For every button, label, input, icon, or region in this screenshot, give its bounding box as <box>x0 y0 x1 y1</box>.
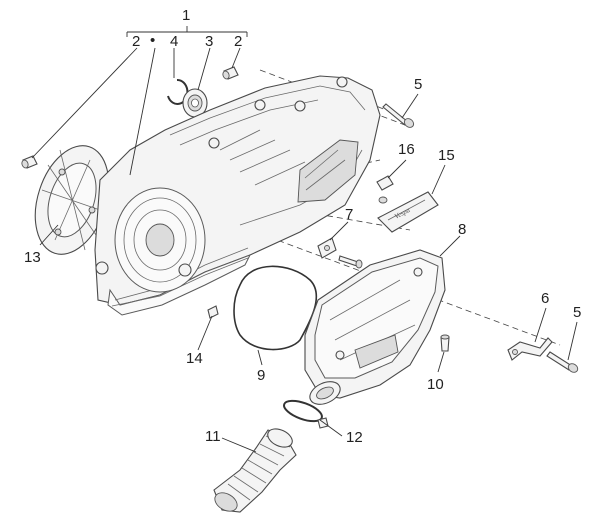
dowel-pin-right <box>222 66 239 80</box>
callout-12: 12 <box>346 429 363 446</box>
callout-16: 16 <box>398 141 415 158</box>
callout-bullet: • <box>150 32 155 49</box>
transmission-cover-part <box>94 75 381 316</box>
callout-14: 14 <box>186 350 203 367</box>
air-cover-part <box>304 249 446 405</box>
callout-2-right: 2 <box>234 33 242 50</box>
group-bracket <box>126 26 248 37</box>
callout-8: 8 <box>458 221 466 238</box>
callout-4: 4 <box>170 33 178 50</box>
bolt-upper-part <box>382 103 415 128</box>
callout-3: 3 <box>205 33 213 50</box>
screw-lower-part <box>440 334 450 352</box>
screw-part <box>207 305 219 319</box>
callout-9: 9 <box>257 367 265 384</box>
callout-11: 11 <box>205 428 221 445</box>
gasket-part <box>233 265 318 351</box>
callout-7: 7 <box>345 206 353 223</box>
callout-5-upper: 5 <box>414 76 422 93</box>
clip-bracket-part <box>317 237 337 259</box>
bearing-part <box>182 88 208 118</box>
callout-labels: 1 2 • 4 3 2 5 16 15 7 8 13 14 9 6 5 10 1… <box>24 7 581 446</box>
callout-5-lower: 5 <box>573 304 581 321</box>
callout-2-left: 2 <box>132 33 140 50</box>
bolt-small-part <box>338 255 363 269</box>
callout-6: 6 <box>541 290 549 307</box>
intake-hose-part <box>213 428 297 513</box>
shield-plate-part <box>34 145 110 255</box>
badge-plate-part: Vespa <box>377 191 439 233</box>
callout-15: 15 <box>438 147 455 164</box>
bolt-lower-part <box>546 351 579 373</box>
callout-1: 1 <box>182 7 190 24</box>
washer-part <box>376 175 394 204</box>
callout-10: 10 <box>427 376 444 393</box>
bracket-part <box>507 337 553 361</box>
dowel-pin-left <box>21 155 38 169</box>
callout-13: 13 <box>24 249 41 266</box>
leader-lines <box>31 47 578 453</box>
